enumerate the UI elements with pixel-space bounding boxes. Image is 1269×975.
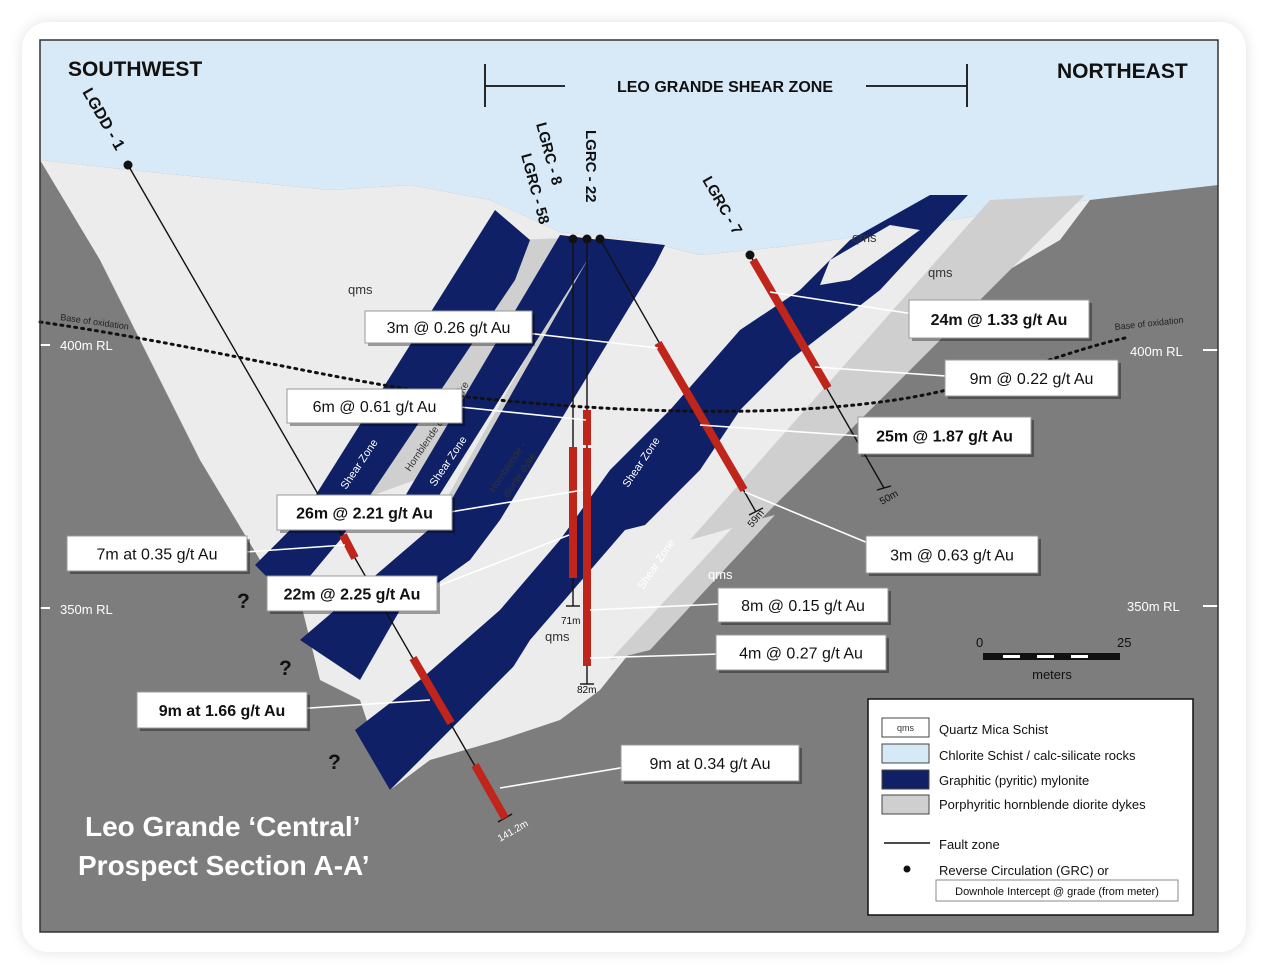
- intercept-label-box: 8m @ 0.15 g/t Au: [717, 587, 891, 625]
- mylonite-band-2: [385, 235, 600, 530]
- qms-pod-2: [505, 525, 645, 690]
- northeast-label: NORTHEAST: [1057, 60, 1188, 83]
- intercept-label-text: 3m @ 0.26 g/t Au: [387, 320, 511, 337]
- intercept-label-box: 26m @ 2.21 g/t Au: [276, 494, 455, 533]
- southwest-label: SOUTHWEST: [68, 58, 202, 81]
- intercept-label-text: 9m at 1.66 g/t Au: [159, 703, 286, 720]
- question-mark-1: ?: [237, 590, 250, 613]
- shear-zone-title: LEO GRANDE SHEAR ZONE: [617, 79, 833, 96]
- dyke-1: [360, 238, 565, 500]
- intercept-label-box: 24m @ 1.33 g/t Au: [908, 299, 1092, 341]
- qms-pod-1: [820, 225, 920, 285]
- intercept-label-box: 6m @ 0.61 g/t Au: [286, 388, 465, 426]
- intercept-label-box: 22m @ 2.25 g/t Au: [266, 575, 440, 614]
- intercept-label-box: 4m @ 0.27 g/t Au: [715, 634, 889, 673]
- question-mark-2: ?: [279, 657, 292, 680]
- legend-item-dykes: Porphyritic hornblende diorite dykes: [939, 797, 1146, 812]
- intercept-label-box: 25m @ 1.87 g/t Au: [857, 416, 1034, 457]
- qms-label-1: qms: [348, 282, 373, 297]
- intercept-label-text: 4m @ 0.27 g/t Au: [739, 646, 863, 663]
- legend-collar-dot: [903, 865, 911, 873]
- intercept-label-box: 3m @ 0.26 g/t Au: [364, 310, 535, 346]
- mylonite-band-main: [355, 195, 968, 790]
- shear-zone-bracket: [484, 64, 968, 107]
- leader-lines: [244, 291, 961, 789]
- collar-lgdd1: [123, 160, 133, 170]
- intercept-label-text: 24m @ 1.33 g/t Au: [931, 312, 1068, 329]
- qms-label-4: qms: [708, 567, 733, 582]
- qms-label-3: qms: [928, 265, 953, 280]
- scale-start: 0: [976, 635, 983, 650]
- intercept-label-text: 25m @ 1.87 g/t Au: [876, 429, 1013, 446]
- bar-lgdd1-9m-166: [409, 655, 455, 726]
- intercept-label-text: 8m @ 0.15 g/t Au: [741, 598, 865, 615]
- qms-label-5: qms: [545, 629, 570, 644]
- bar-lgrc58-3m: [654, 340, 672, 363]
- qms-label-2: qms: [852, 230, 877, 245]
- collar-dots: [123, 160, 755, 260]
- intercept-label-text: 26m @ 2.21 g/t Au: [296, 506, 433, 523]
- title-line-2: Prospect Section A-A’: [78, 850, 369, 881]
- legend-rc: Reverse Circulation (GRC) or: [939, 863, 1109, 878]
- intercept-label-box: 3m @ 0.63 g/t Au: [865, 535, 1041, 576]
- rl350-left: 350m RL: [60, 602, 113, 617]
- hole-label-lgrc22: LGRC - 22: [582, 130, 599, 203]
- intercept-label-text: 3m @ 0.63 g/t Au: [890, 548, 1014, 565]
- collar-lgrc22: [582, 234, 592, 244]
- intercept-label-box: 9m at 0.34 g/t Au: [620, 744, 802, 784]
- question-mark-3: ?: [328, 751, 341, 774]
- intercept-label-text: 9m @ 0.22 g/t Au: [970, 371, 1094, 388]
- title-line-1: Leo Grande ‘Central’: [85, 811, 360, 842]
- collar-lgrc58: [595, 234, 605, 244]
- legend-item-chlorite: Chlorite Schist / calc-silicate rocks: [939, 748, 1136, 763]
- legend-item-qms: Quartz Mica Schist: [939, 722, 1048, 737]
- scale-end: 25: [1117, 635, 1131, 650]
- intercept-labels: 3m @ 0.26 g/t Au 6m @ 0.61 g/t Au 26m @ 2.…: [66, 299, 1121, 784]
- bar-lgdd1-7m: [339, 533, 359, 560]
- intercept-label-box: 9m @ 0.22 g/t Au: [944, 359, 1121, 399]
- dyke-3: [690, 195, 1085, 540]
- legend-item-mylonite: Graphitic (pyritic) mylonite: [939, 773, 1089, 788]
- depth-71m: 71m: [561, 616, 580, 627]
- scale-bar: 0 25 meters: [976, 635, 1131, 682]
- legend-qms-swatch: qms: [897, 723, 915, 733]
- bar-lgdd1-9m-034: [471, 763, 509, 820]
- depth-82m: 82m: [577, 685, 596, 696]
- collar-lgrc7: [745, 250, 755, 260]
- intercept-label-text: 9m at 0.34 g/t Au: [650, 756, 771, 773]
- collar-lgrc8: [568, 234, 578, 244]
- legend-intercept: Downhole Intercept @ grade (from meter): [955, 886, 1159, 898]
- rl350-right: 350m RL: [1127, 599, 1180, 614]
- intercept-label-text: 22m @ 2.25 g/t Au: [284, 587, 421, 604]
- rl400-left: 400m RL: [60, 338, 113, 353]
- dyke-4: [610, 515, 775, 660]
- intercept-label-box: 7m at 0.35 g/t Au: [66, 535, 250, 574]
- legend-fault: Fault zone: [939, 837, 1000, 852]
- mylonite-band-3: [300, 238, 665, 680]
- intercept-label-text: 6m @ 0.61 g/t Au: [313, 399, 437, 416]
- legend: qms Quartz Mica Schist Chlorite Schist /…: [867, 698, 1194, 916]
- intercept-label-text: 7m at 0.35 g/t Au: [97, 547, 218, 564]
- map-border: [39, 39, 1219, 933]
- rl400-right: 400m RL: [1130, 344, 1183, 359]
- intercept-label-box: 9m at 1.66 g/t Au: [136, 691, 310, 731]
- scale-unit: meters: [1032, 667, 1072, 682]
